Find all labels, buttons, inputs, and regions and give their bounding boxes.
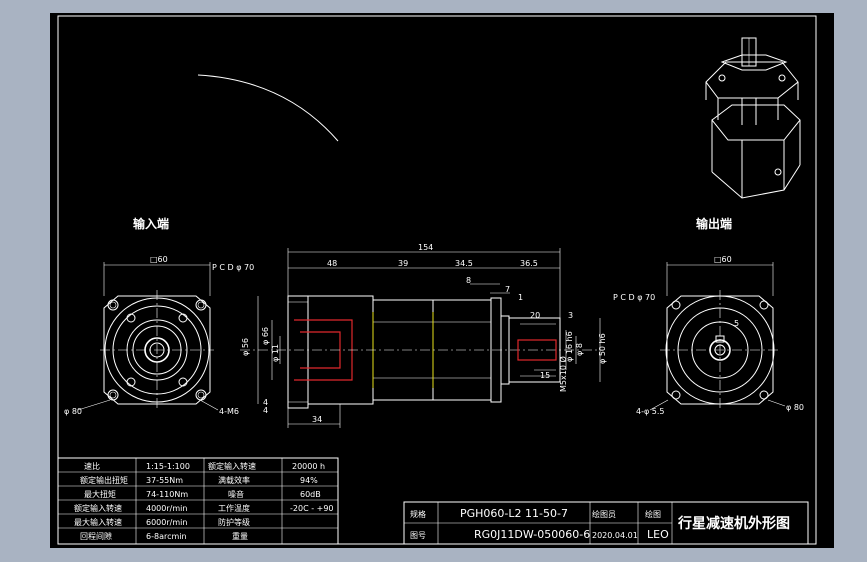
spec-cell: 74-110Nm <box>146 490 188 499</box>
output-outer-dia: φ 80 <box>786 403 804 412</box>
output-pcd-dim: P C D φ 70 <box>613 293 655 302</box>
m5-thread: M5x10 Ø <box>558 356 568 392</box>
spec-cell: 37-55Nm <box>146 476 183 485</box>
dim-34: 34 <box>312 415 322 424</box>
input-holes-dim: 4-M6 <box>219 407 239 416</box>
drawing-date: 2020.04.01 <box>592 531 638 540</box>
output-end-view: □60 P C D φ 70 5 4-φ 5.5 φ 80 <box>613 255 804 416</box>
input-end-label: 输入端 <box>133 216 169 231</box>
dim-4a: 4 <box>263 398 268 407</box>
title-block <box>403 501 809 545</box>
dim-8: 8 <box>466 276 471 285</box>
input-outer-dia: φ 80 <box>64 407 82 416</box>
spec-table <box>57 457 339 545</box>
side-view: 154 48 39 34.5 36.5 8 7 1 φ 56 <box>240 243 607 428</box>
isometric-gearbox <box>705 37 801 199</box>
output-holes-dim: 4-φ 5.5 <box>636 407 665 416</box>
dim-4b: 4 <box>263 406 268 415</box>
spec-cell: 最大扭矩 <box>84 489 116 499</box>
spec-cell: 防护等级 <box>218 517 250 527</box>
spec-cell: 额定输出扭矩 <box>80 475 128 485</box>
spec-cell: 60dB <box>300 490 321 499</box>
dim-3: 3 <box>568 311 573 320</box>
seg-dim-3: 34.5 <box>455 259 473 268</box>
input-end-view: □60 P C D φ 70 φ 80 4-M6 <box>64 255 254 416</box>
dim-7: 7 <box>505 285 510 294</box>
spec-cell: 额定输入转速 <box>208 461 256 471</box>
spec-cell: 满载效率 <box>218 475 250 485</box>
seg-dim-1: 48 <box>327 259 337 268</box>
dim-20: 20 <box>530 311 540 320</box>
date-label: 绘图 <box>645 509 661 519</box>
designer-label: 绘图员 <box>592 509 616 519</box>
spec-cell: 回程间隙 <box>80 531 112 541</box>
spec-cell: 额定输入转速 <box>74 503 122 513</box>
spec-label: 规格 <box>410 509 426 519</box>
output-square-dim: □60 <box>714 255 732 264</box>
spec-cell: 94% <box>300 476 318 485</box>
spec-cell: 4000r/min <box>146 504 187 513</box>
dia-8: φ 8 <box>575 343 584 356</box>
spec-cell: 6-8arcmin <box>146 532 187 541</box>
spec-cell: 最大输入转速 <box>74 517 122 527</box>
drawing-title: 行星减速机外形图 <box>677 515 790 532</box>
stray-arc <box>197 74 339 142</box>
spec-cell: 重量 <box>232 531 248 541</box>
drawing-no-label: 图号 <box>410 531 426 540</box>
drawing-number: RG0J11DW-050060-6 <box>474 528 590 541</box>
model-number: PGH060-L2 11-50-7 <box>460 507 568 520</box>
key-dim: 5 <box>734 319 739 328</box>
total-length-dim: 154 <box>418 243 433 252</box>
spec-cell: 20000 h <box>292 462 325 471</box>
spec-cell: 1:15-1:100 <box>146 462 190 471</box>
spec-cell: 6000r/min <box>146 518 187 527</box>
dia-66: φ 66 <box>261 327 270 345</box>
seg-dim-2: 39 <box>398 259 408 268</box>
dia-11: φ 11 <box>271 344 280 362</box>
output-end-label: 输出端 <box>696 216 732 231</box>
dim-1: 1 <box>518 293 523 302</box>
spec-cell: 噪音 <box>228 489 244 499</box>
spec-cell: 工作温度 <box>218 503 250 513</box>
input-square-dim: □60 <box>150 255 168 264</box>
dim-15: 15 <box>540 371 550 380</box>
designer-name: LEO <box>647 528 669 541</box>
seg-dim-4: 36.5 <box>520 259 538 268</box>
dia-56: φ 56 <box>241 338 250 356</box>
spec-cell: 速比 <box>84 461 100 471</box>
dia-16h6: φ 16 h6 <box>565 331 574 362</box>
spec-table-cells: 速比 1:15-1:100 额定输入转速 20000 h 额定输出扭矩 37-5… <box>74 461 334 541</box>
spec-cell: -20C - +90 <box>290 504 334 513</box>
dia-50h6: φ 50 h6 <box>598 333 607 364</box>
input-pcd-dim: P C D φ 70 <box>212 263 254 272</box>
